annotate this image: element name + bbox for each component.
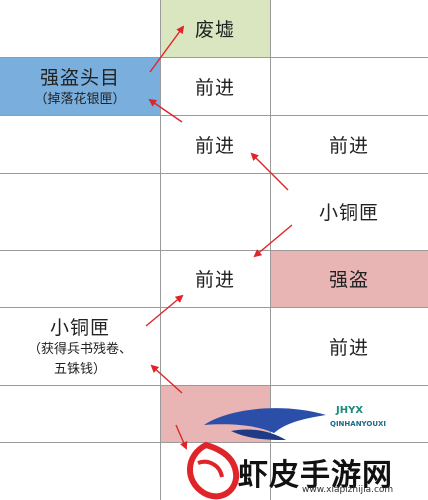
watermark-title: 虾皮手游网 (238, 458, 393, 493)
forward-cell: 前进 (270, 307, 428, 385)
dragon-logo-icon (187, 408, 326, 500)
watermark-brand: JHYX (336, 405, 364, 416)
grid-line (0, 250, 428, 251)
forward-cell: 前进 (270, 115, 428, 173)
forward-cell: 前进 (160, 57, 270, 115)
bandit-label: 强盗 (328, 269, 369, 291)
small-box-label: 小铜匣 (49, 316, 110, 339)
grid-line (0, 385, 428, 386)
small-box-drop: 五铢钱） (53, 361, 106, 377)
route-arrow (253, 224, 293, 258)
forward-label: 前进 (194, 76, 235, 99)
route-arrow (250, 152, 289, 191)
small-box-label: 小铜匣 (318, 202, 379, 224)
grid-line (0, 57, 428, 58)
watermark-url: www.xiapizhijia.com (302, 485, 394, 495)
boss-drop: （掉落花银匣） (34, 91, 126, 107)
forward-label: 前进 (194, 269, 235, 291)
route-arrow (175, 424, 188, 450)
bandit-cell-bg (270, 250, 428, 307)
route-arrow (149, 25, 185, 73)
grid-line (0, 115, 428, 116)
small-box-drop: （获得兵书残卷、 (27, 341, 132, 357)
ruins-label: 废墟 (194, 19, 235, 41)
forward-cell: 前进 (160, 250, 270, 307)
grid-line (0, 173, 428, 174)
boss-cell: 强盗头目 （掉落花银匣） (0, 57, 160, 115)
boss-title: 强盗头目 (39, 66, 120, 89)
grid-line (0, 307, 428, 308)
small-box-cell: 小铜匣 (270, 173, 428, 250)
route-arrow (145, 294, 184, 327)
boss-cell-bg (0, 57, 160, 115)
bandit-cell: 强盗 (270, 250, 428, 307)
route-arrow (148, 98, 183, 123)
watermark-brand-sub: QINHANYOUXI (330, 420, 387, 428)
forward-label: 前进 (328, 134, 369, 157)
grid-line (0, 442, 428, 443)
route-arrow (150, 364, 183, 394)
forward-label: 前进 (194, 134, 235, 157)
forward-cell: 前进 (160, 115, 270, 173)
ruins-cell: 废墟 (160, 0, 270, 57)
small-box-cell: 小铜匣 （获得兵书残卷、 五铢钱） (0, 307, 160, 385)
forward-label: 前进 (328, 336, 369, 359)
